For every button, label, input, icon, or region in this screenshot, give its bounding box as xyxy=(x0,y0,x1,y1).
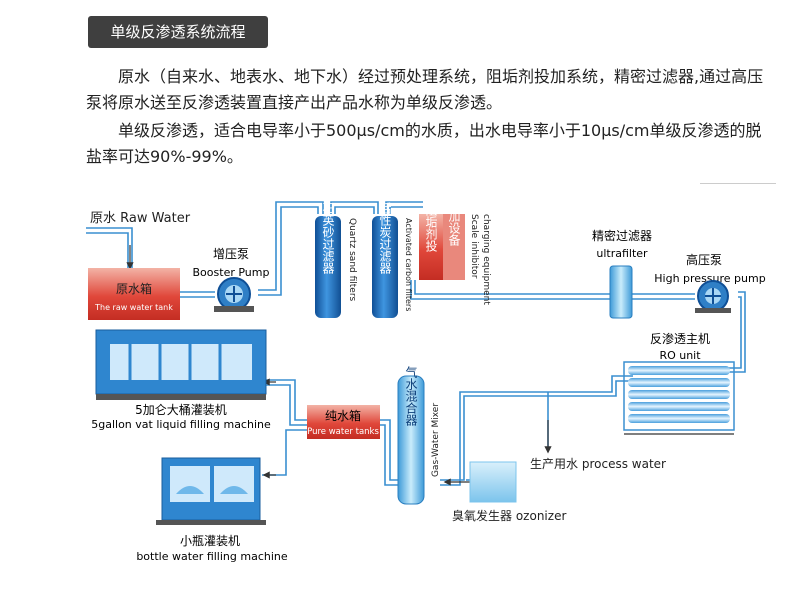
raw-tank-en: The raw water tank xyxy=(94,303,173,312)
flow-arrows xyxy=(126,245,552,486)
ro-unit-en: RO unit xyxy=(659,349,701,362)
bottle-machine-cn: 小瓶灌装机 xyxy=(180,534,240,548)
process-water-label: 生产用水 process water xyxy=(530,457,666,471)
raw-tank-cn: 原水箱 xyxy=(116,281,152,296)
scale-inhibitor-en-b: charging equipment xyxy=(481,214,491,305)
intro-paragraph-2: 单级反渗透，适合电导率小于500μs/cm的水质，出水电导率小于10μs/cm单… xyxy=(86,121,762,166)
carbon-filter-en: Activated carbon filters xyxy=(404,218,413,311)
pure-tank-cn: 纯水箱 xyxy=(325,408,361,423)
mixer-en: Gas-Water Mixer xyxy=(431,403,441,477)
scale-inhibitor-en-a: Scale inhibitor xyxy=(469,214,479,279)
gallon-machine-cn: 5加仑大桶灌装机 xyxy=(135,402,227,417)
mixer-cn: 气水混合器 xyxy=(404,365,418,427)
gallon-machine-en: 5gallon vat liquid filling machine xyxy=(91,418,271,431)
sand-filter-en: Quartz sand filters xyxy=(347,218,357,302)
bottle-machine-en: bottle water filling machine xyxy=(136,550,288,563)
ultrafilter-cn: 精密过滤器 xyxy=(592,228,652,243)
sand-filter-cn: 石英砂过滤器 xyxy=(321,202,335,275)
scale-inhibitor-cn-b: 加设备 xyxy=(447,210,461,247)
sand-filter: 石英砂过滤器 Quartz sand filters xyxy=(315,202,357,318)
high-pressure-pump: 高压泵 High pressure pump xyxy=(654,252,766,313)
divider xyxy=(700,183,776,184)
bottle-filling-machine: 小瓶灌装机 bottle water filling machine xyxy=(136,457,288,563)
ozonizer: 臭氧发生器 ozonizer xyxy=(452,461,566,523)
pure-water-tank: 纯水箱 Pure water tanks xyxy=(307,405,380,439)
pipes xyxy=(86,201,746,486)
hp-pump-cn: 高压泵 xyxy=(686,252,722,267)
gallon-filling-machine: 5加仑大桶灌装机 5gallon vat liquid filling mach… xyxy=(91,329,271,431)
ro-unit: 反渗透主机 RO unit xyxy=(623,331,735,435)
booster-pump: 增压泵 Booster Pump xyxy=(193,247,270,312)
pure-tank-en: Pure water tanks xyxy=(307,427,379,437)
ro-unit-cn: 反渗透主机 xyxy=(650,331,710,346)
hp-pump-en: High pressure pump xyxy=(654,272,765,285)
gas-water-mixer: 气水混合器 Gas-Water Mixer xyxy=(397,365,441,505)
carbon-filter-cn: 活性炭过滤器 xyxy=(378,202,392,275)
booster-pump-en: Booster Pump xyxy=(193,266,270,279)
raw-water-label: 原水 Raw Water xyxy=(90,211,191,226)
raw-water-tank: 原水箱 The raw water tank xyxy=(88,268,180,320)
scale-inhibitor-cn-a: 阻垢剂投 xyxy=(424,204,438,252)
carbon-filter: 活性炭过滤器 Activated carbon filters xyxy=(372,202,413,318)
ultrafilter: 精密过滤器 ultrafilter xyxy=(592,228,652,319)
scale-inhibitor: 阻垢剂投 加设备 Scale inhibitor charging equipm… xyxy=(419,204,491,305)
ultrafilter-en: ultrafilter xyxy=(596,247,648,260)
intro-paragraph-1: 原水（自来水、地表水、地下水）经过预处理系统，阻垢剂投加系统，精密过滤器,通过高… xyxy=(86,67,764,112)
page-title: 单级反渗透系统流程 xyxy=(88,16,268,48)
ozonizer-label: 臭氧发生器 ozonizer xyxy=(452,508,566,523)
booster-pump-cn: 增压泵 xyxy=(213,247,249,261)
